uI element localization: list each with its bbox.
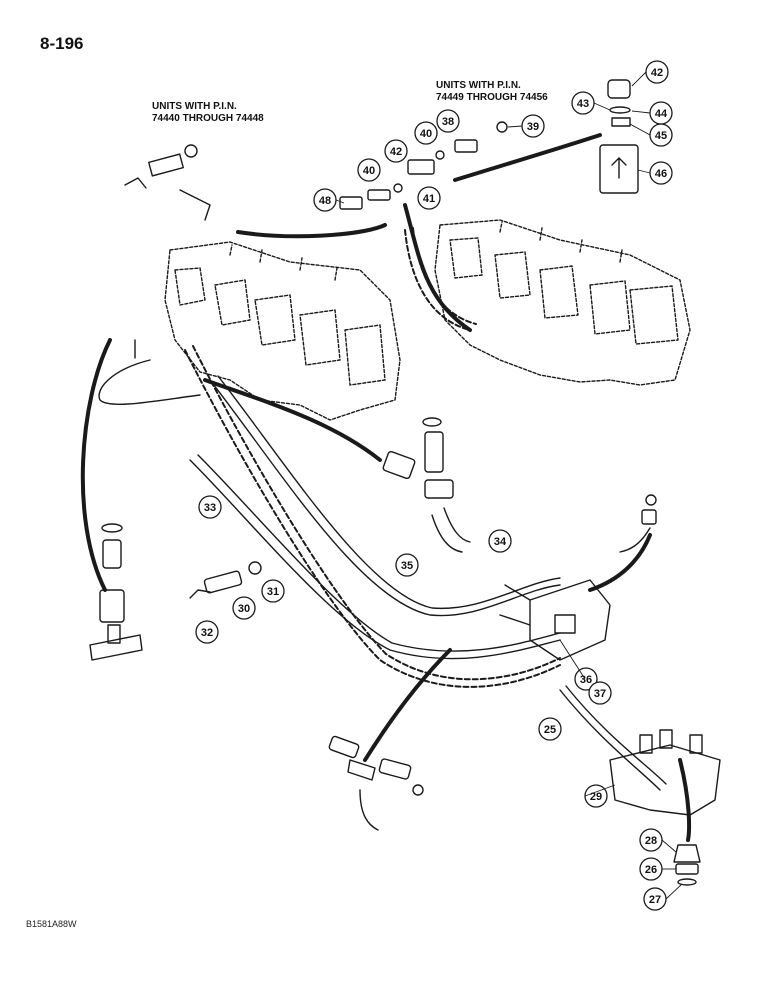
pin-note-right-line1: UNITS WITH P.I.N.: [436, 80, 521, 91]
callout-25: 25: [538, 717, 562, 741]
hose-34: [209, 375, 561, 617]
fitting-26-28: [673, 844, 701, 886]
callout-41-label: 41: [423, 193, 435, 205]
pin-note-left-line1: UNITS WITH P.I.N.: [152, 101, 237, 112]
callout-32-label: 32: [201, 627, 213, 639]
callout-37: 37: [588, 681, 612, 705]
callout-37-label: 37: [594, 688, 606, 700]
pin-note-left: UNITS WITH P.I.N. 74440 THROUGH 74448: [152, 101, 264, 125]
hose-supply-left: [98, 339, 201, 405]
callout-46-label: 45: [655, 130, 667, 142]
pin-note-right: UNITS WITH P.I.N. 74449 THROUGH 74456: [436, 80, 548, 104]
fitting-center-right: [382, 417, 471, 553]
callout-47-label: 46: [655, 168, 667, 180]
fitting-upper-left: [124, 144, 211, 221]
callout-26-label: 26: [645, 864, 657, 876]
fitting-43-47: [599, 79, 639, 194]
callout-41: 41: [417, 186, 441, 210]
callout-48-label: 48: [319, 195, 331, 207]
page-number: 8-196: [40, 34, 84, 53]
callout-40a: 40: [414, 121, 438, 145]
pin-note-left-line2: 74440 THROUGH 74448: [152, 113, 264, 124]
callout-29: 29: [584, 784, 608, 808]
callout-36-label: 36: [580, 674, 592, 686]
callout-45: 44: [649, 101, 673, 125]
callout-46: 45: [649, 123, 673, 147]
callout-27-label: 27: [649, 894, 661, 906]
callout-44: 43: [571, 91, 595, 115]
callout-43: 42: [645, 60, 669, 84]
callout-42: 42: [384, 139, 408, 163]
hose-25: [559, 685, 667, 791]
callout-31: 31: [261, 579, 285, 603]
callout-35-label: 35: [401, 560, 413, 572]
figure-code: B1581A88W: [26, 919, 77, 929]
callout-35: 35: [395, 553, 419, 577]
callout-30: 30: [232, 596, 256, 620]
pin-note-right-line2: 74449 THROUGH 74456: [436, 92, 548, 103]
callout-47: 46: [649, 161, 673, 185]
callout-38-label: 38: [442, 116, 454, 128]
callout-48: 48: [313, 188, 337, 212]
callout-40b: 40: [357, 158, 381, 182]
callout-32: 32: [195, 620, 219, 644]
callout-34-label: 34: [494, 536, 507, 548]
fitting-30-32: [189, 561, 262, 599]
callout-31-label: 31: [267, 586, 279, 598]
callout-45-label: 44: [655, 108, 668, 120]
fitting-lower-center: [328, 735, 424, 831]
callout-33-label: 33: [204, 502, 216, 514]
callout-26: 26: [639, 857, 663, 881]
fitting-upper-right-elbow: [619, 494, 657, 553]
callout-25-label: 25: [544, 724, 556, 736]
callout-38: 38: [436, 109, 460, 133]
callout-29-label: 29: [590, 791, 602, 803]
control-valve-left: [164, 241, 401, 421]
callout-40a-label: 40: [420, 128, 432, 140]
callout-42-label: 42: [390, 146, 402, 158]
callout-44-label: 43: [577, 98, 589, 110]
callout-28: 28: [639, 828, 663, 852]
leader-lines: [80, 133, 692, 842]
block-29: [609, 729, 721, 816]
callout-30-label: 30: [238, 603, 250, 615]
callout-33: 33: [198, 495, 222, 519]
manifold-36-37: [499, 579, 611, 661]
callout-39-label: 39: [527, 121, 539, 133]
fitting-48-42: [339, 121, 508, 210]
fitting-left-tee: [89, 523, 143, 661]
callout-27: 27: [643, 887, 667, 911]
hose-35: [184, 345, 561, 688]
callout-39: 39: [521, 114, 545, 138]
callout-43-label: 42: [651, 67, 663, 79]
hose-33: [189, 454, 561, 660]
callout-leaders: [335, 71, 683, 900]
callout-36: 36: [574, 667, 598, 691]
callout-28-label: 28: [645, 835, 657, 847]
hose-upper-right: [404, 227, 477, 331]
callout-34: 34: [488, 529, 512, 553]
callout-40b-label: 40: [363, 165, 375, 177]
control-valve-right: [434, 219, 691, 386]
